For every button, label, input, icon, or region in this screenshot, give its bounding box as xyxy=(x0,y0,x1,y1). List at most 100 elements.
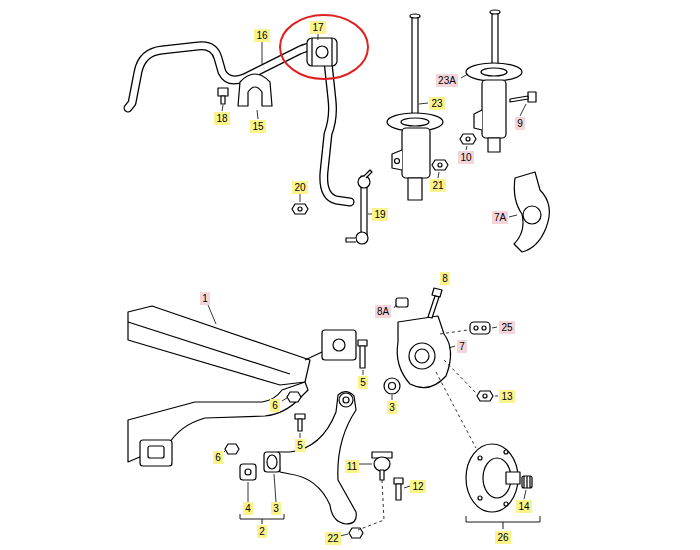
callout-box: 7 xyxy=(457,340,467,353)
leader-line xyxy=(509,215,517,217)
callout-number: 12 xyxy=(412,481,423,492)
clamp-nut xyxy=(396,298,408,307)
callout-number: 22 xyxy=(327,533,338,544)
strut xyxy=(488,138,500,152)
stabilizer-link xyxy=(364,170,372,178)
wheel-hub xyxy=(466,444,520,512)
subframe xyxy=(333,339,345,351)
nut xyxy=(225,444,239,454)
stabilizer-bar xyxy=(128,46,350,202)
plate xyxy=(470,322,490,334)
bushing xyxy=(384,378,400,394)
leader-line xyxy=(419,103,428,104)
leader-line xyxy=(392,395,393,400)
callout-box: 23 xyxy=(429,97,444,110)
callout-number: 3 xyxy=(273,503,279,514)
group-bracket xyxy=(466,516,540,529)
callout-number: 15 xyxy=(252,121,263,132)
leader-line xyxy=(404,486,410,488)
strut xyxy=(466,63,522,81)
bolt xyxy=(428,296,439,318)
steering-knuckle xyxy=(523,206,541,224)
callout-box: 8A xyxy=(375,305,391,318)
callout-box: 14 xyxy=(516,500,531,513)
stabilizer-bar xyxy=(128,46,350,202)
leader-line xyxy=(257,110,258,119)
leader-line xyxy=(520,104,526,116)
leader-line xyxy=(449,346,455,348)
leader-line xyxy=(466,146,467,150)
callout-number: 11 xyxy=(347,461,357,472)
callout-number: 23A xyxy=(438,75,456,86)
bolt xyxy=(358,340,367,368)
callout-number: 2 xyxy=(259,526,265,537)
bolt xyxy=(358,340,367,346)
nut xyxy=(477,391,493,401)
leader-line xyxy=(461,74,468,78)
leader-line xyxy=(222,105,223,111)
assembly-line xyxy=(436,372,476,448)
stabilizer-bushing xyxy=(316,46,328,58)
subframe xyxy=(140,440,172,466)
strut xyxy=(474,110,482,130)
callout-number: 6 xyxy=(215,452,221,463)
callout-box: 21 xyxy=(430,179,445,192)
steering-knuckle xyxy=(514,172,549,252)
assembly-line xyxy=(358,480,384,530)
plate xyxy=(474,326,478,330)
hub-nut xyxy=(522,476,532,488)
callout-number: 18 xyxy=(216,113,227,124)
stabilizer-bushing xyxy=(307,38,337,66)
callout-box: 22 xyxy=(325,532,340,545)
bushing xyxy=(240,464,256,480)
strut xyxy=(387,14,443,200)
callout-box: 25 xyxy=(499,321,514,334)
bolt xyxy=(360,346,365,368)
leader-line xyxy=(495,396,498,397)
group-bracket xyxy=(240,514,540,529)
nut xyxy=(349,528,363,538)
wheel-hub xyxy=(504,502,508,506)
callout-number: 7 xyxy=(459,341,465,352)
nut xyxy=(298,207,302,211)
subframe xyxy=(128,306,310,385)
callout-number: 6 xyxy=(272,400,278,411)
callout-box: 17 xyxy=(310,21,325,34)
bolt xyxy=(396,484,401,500)
bushing xyxy=(264,452,280,472)
callout-number: 13 xyxy=(501,391,512,402)
callout-box: 1 xyxy=(200,292,210,305)
leader-line xyxy=(438,172,439,178)
callout-number: 8 xyxy=(442,273,448,284)
strut xyxy=(481,68,507,76)
ball-joint xyxy=(372,452,392,480)
suspension-illustration xyxy=(128,10,549,538)
stabilizer-link xyxy=(346,238,356,242)
strut xyxy=(482,80,506,138)
control-arm xyxy=(278,392,356,524)
leader-line xyxy=(340,534,348,536)
highlight-circle xyxy=(280,15,368,79)
callout-box: 3 xyxy=(271,502,281,515)
control-arm xyxy=(339,393,353,407)
callout-box: 20 xyxy=(292,181,307,194)
bushing-clamp xyxy=(238,74,272,106)
subframe xyxy=(305,352,322,360)
nut xyxy=(292,204,308,214)
callout-box: 7A xyxy=(492,211,508,224)
callout-number: 14 xyxy=(518,501,529,512)
ball-joint xyxy=(374,457,390,471)
bolt xyxy=(510,92,536,102)
leader-line xyxy=(208,33,526,536)
callout-number: 10 xyxy=(460,152,471,163)
callout-box: 23A xyxy=(436,74,458,87)
bolt xyxy=(428,288,442,318)
control-arm xyxy=(343,397,349,403)
leader-line xyxy=(318,33,319,40)
steering-knuckle xyxy=(415,349,429,363)
callout-box: 13 xyxy=(499,390,514,403)
callout-box: 18 xyxy=(214,112,229,125)
callout-box: 15 xyxy=(250,120,265,133)
strut xyxy=(408,178,422,200)
callout-number: 8A xyxy=(377,306,389,317)
